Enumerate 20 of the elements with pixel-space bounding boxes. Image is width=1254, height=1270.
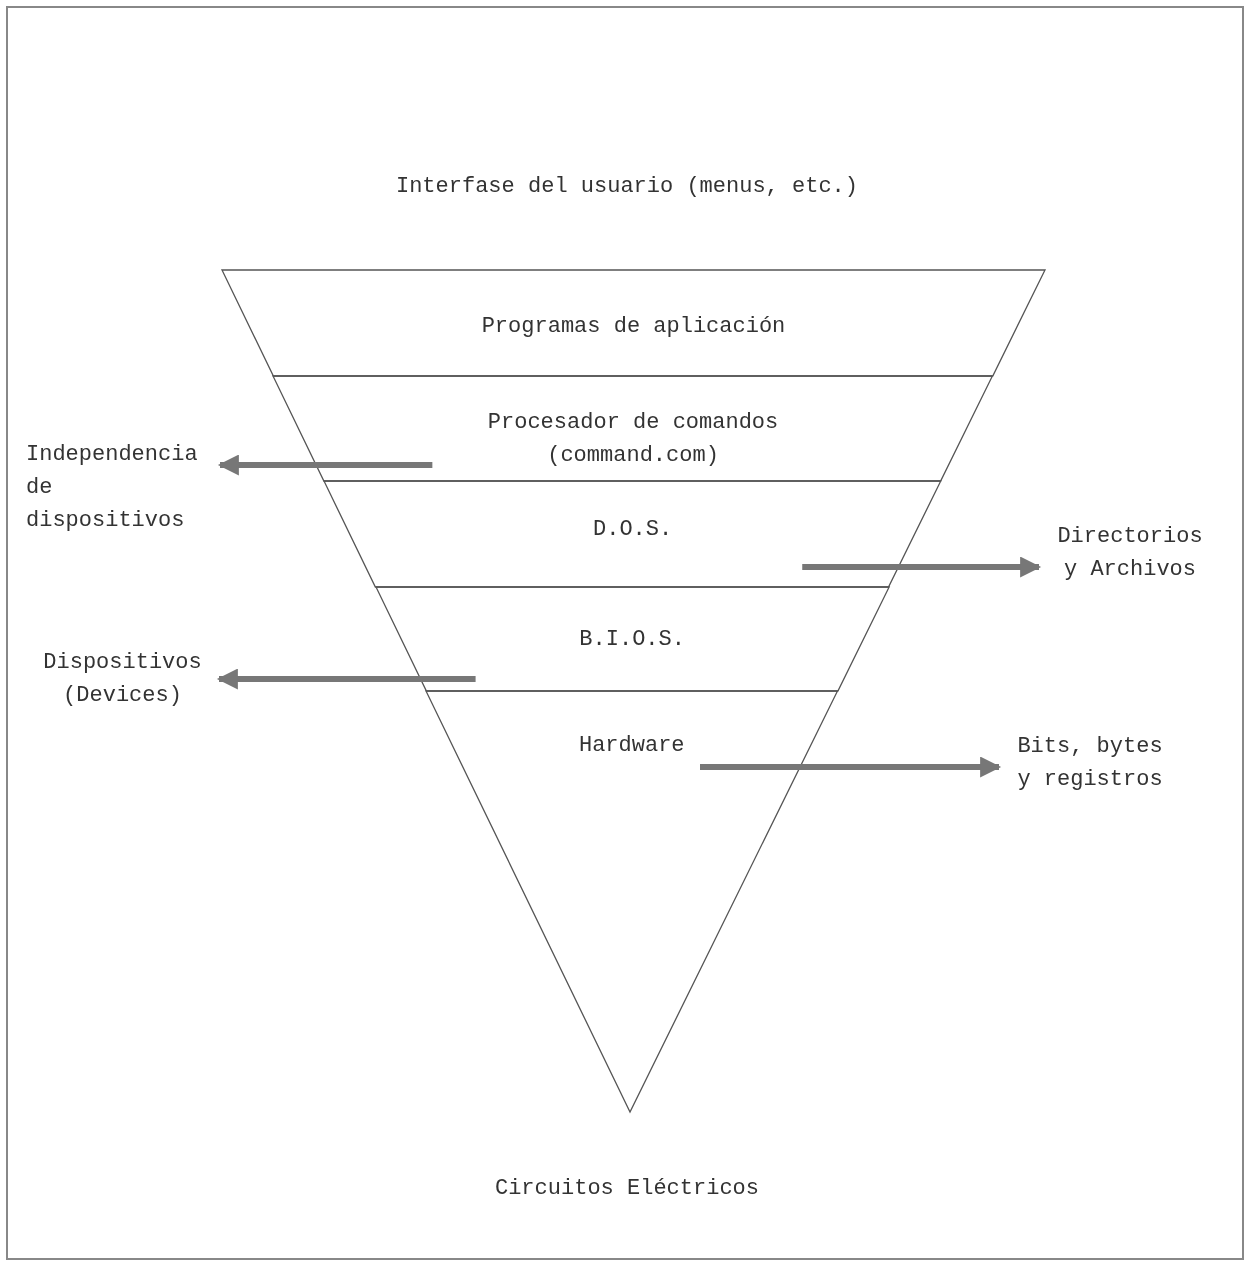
layer-label: Programas de aplicación	[480, 313, 787, 341]
layer-caption: Circuitos Eléctricos	[494, 1176, 759, 1201]
layer-label: Hardware	[577, 732, 686, 760]
arrow	[700, 756, 1002, 778]
side-label: Bits, bytes y registros	[1005, 730, 1175, 796]
layer-caption: Interfase del usuario (menus, etc.)	[395, 174, 859, 199]
layer-label: B.I.O.S.	[578, 626, 686, 654]
side-label: Dispositivos (Devices)	[30, 646, 215, 712]
pyramid-layer	[426, 691, 838, 1112]
side-label: Independencia de dispositivos	[26, 438, 216, 537]
layer-label: Procesador de comandos (command.com)	[486, 409, 780, 470]
arrow	[802, 556, 1042, 578]
pyramid-layer	[324, 481, 941, 587]
pyramid-layer	[273, 376, 993, 481]
side-label: Directorios y Archivos	[1045, 520, 1215, 586]
pyramid-layer	[375, 587, 889, 691]
arrow	[217, 454, 433, 476]
pyramid-layer	[222, 270, 1045, 376]
layer-label: D.O.S.	[592, 516, 674, 544]
arrow	[216, 668, 476, 690]
